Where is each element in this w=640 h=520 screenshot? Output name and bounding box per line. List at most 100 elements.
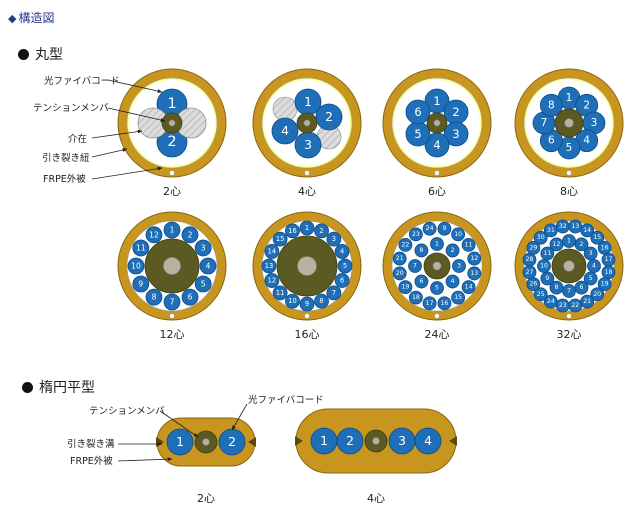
fiber-cord [405,99,431,125]
fiber-number: 15 [593,234,601,241]
fiber-number: 17 [605,256,613,263]
fiber-number: 24 [426,225,434,232]
filler [272,96,298,122]
tension-member [433,119,441,127]
fiber-cord [315,103,343,131]
rip-cord [566,170,572,176]
fiber-number: 27 [526,269,534,276]
fiber-number: 12 [268,277,276,285]
rip-cord [304,313,310,319]
label-rip-cord: 引き裂き紐 [42,152,90,164]
fiber-cord [326,285,342,301]
fiber-number: 3 [591,117,598,129]
fiber-cord [392,266,407,281]
cable-caption: 8心 [560,185,578,198]
fiber-number: 2 [583,99,590,111]
header-title: 構造図 [18,11,55,25]
fiber-cord [132,239,150,257]
fiber-number: 7 [567,288,571,295]
fiber-number: 2 [451,247,455,254]
cable-caption: 16心 [295,328,320,341]
fiber-cord [430,281,444,295]
fiber-cord [452,259,466,273]
fiber-number: 26 [529,281,537,288]
fiber-number: 2 [580,241,584,248]
fiber-number: 10 [454,231,462,238]
rip-cord [566,313,572,319]
fiber-cord [145,226,163,244]
diamond-icon: ◆ [8,12,17,25]
fiber-number: 21 [396,255,404,262]
label-tension-member: テンションメンバ [33,103,109,114]
fiber-number: 1 [304,95,312,109]
fiber-cord [314,293,329,309]
fiber-number: 11 [136,244,146,253]
fiber-number: 9 [442,225,446,232]
fiber-cord [583,271,598,286]
fiber-cord [264,273,280,288]
tension-member [297,256,317,276]
fiber-cord [580,223,595,238]
fiber-cord [526,240,541,255]
label-flat-sheath: FRPE外被 [70,455,113,467]
fiber-number: 5 [201,280,206,289]
fiber-cord [422,296,437,311]
rip-cord [304,170,310,176]
fiber-number: 8 [548,99,555,111]
rip-groove [449,436,457,446]
fiber-number: 3 [398,434,406,448]
fiber-number: 3 [201,244,206,253]
fiber-cord [590,287,605,302]
fiber-number: 11 [465,241,473,248]
fiber-number: 13 [571,223,579,230]
fiber-number: 15 [454,294,462,301]
fiber-cord [408,227,423,242]
fiber-number: 6 [188,293,193,302]
fiber-cord [272,285,288,301]
fiber-cord [398,237,413,252]
cable-caption: 4心 [298,185,316,198]
fiber-number: 22 [571,302,579,309]
fiber-cord [334,244,350,259]
fiber-number: 6 [340,277,344,285]
fiber-cord [549,280,564,295]
fiber-cord [314,223,329,239]
fiber-cord [299,220,315,236]
fiber-number: 6 [548,135,555,147]
fiber-number: 7 [170,298,175,307]
fiber-number: 2 [346,434,354,448]
section-flat-title: 楕円平型 [22,377,95,397]
fiber-number: 2 [228,435,236,449]
fiber-cord [533,287,548,302]
fiber-cord [590,230,605,245]
fiber-number: 5 [566,142,573,154]
fiber-number: 7 [541,117,548,129]
cable-caption: 12心 [160,328,185,341]
fiber-number: 10 [540,263,548,270]
fiber-cord [181,288,199,306]
fiber-cord [408,290,423,305]
fiber-cord [408,259,422,273]
fiber-number: 5 [414,127,421,141]
fiber-cord [334,273,350,288]
fiber-number: 11 [276,289,284,297]
fiber-number: 9 [138,280,143,289]
cable-caption: 4心 [367,492,385,505]
fiber-number: 23 [559,302,567,309]
fiber-cord [422,221,437,236]
fiber-cord [539,93,563,117]
fiber-number: 4 [592,263,596,270]
label-fiber-cord: 光ファイバコード [44,75,120,87]
fiber-cord [445,243,460,258]
tension-member [168,119,176,127]
fiber-cord [163,221,181,239]
tension-member [563,260,575,272]
fiber-number: 6 [414,105,421,119]
fiber-number: 14 [583,227,591,234]
